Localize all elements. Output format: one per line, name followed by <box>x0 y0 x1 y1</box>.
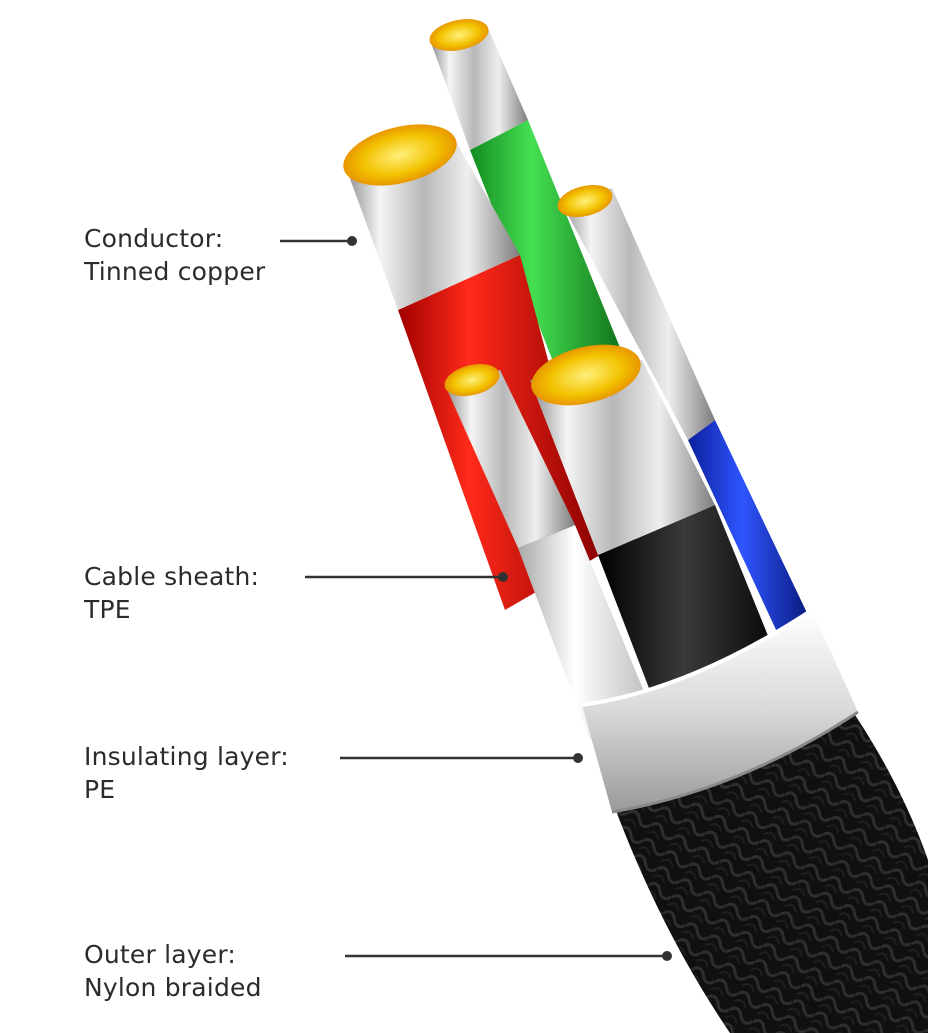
conductor-callout: Conductor: Tinned copper <box>84 222 265 288</box>
conductor-leader <box>280 236 357 246</box>
leader-lines <box>280 236 672 961</box>
outer-layer-leader <box>345 951 672 961</box>
red-conductor-end <box>343 124 457 186</box>
insulating-ring <box>581 608 859 814</box>
cable-sheath-title: Cable sheath: <box>84 562 260 591</box>
black-conductor-end <box>531 344 641 406</box>
outer-layer-callout: Outer layer: Nylon braided <box>84 938 262 1004</box>
blue-conductor-end <box>557 184 613 218</box>
blue-wire <box>557 184 808 660</box>
cable-sheath-callout: Cable sheath: TPE <box>84 560 259 626</box>
green-conductor-end <box>429 19 489 51</box>
green-wire <box>429 19 625 392</box>
outer-layer-title: Outer layer: <box>84 940 237 969</box>
insulating-layer-leader <box>340 753 583 763</box>
white-conductor-end <box>444 363 500 397</box>
white-wire <box>444 363 660 740</box>
outer-layer-value: Nylon braided <box>84 973 262 1002</box>
cable-sheath-value: TPE <box>84 595 131 624</box>
conductor-value: Tinned copper <box>84 257 266 286</box>
insulating-layer-value: PE <box>84 775 116 804</box>
insulating-layer-title: Insulating layer: <box>84 742 289 771</box>
cable-sheath-leader <box>305 572 508 582</box>
conductor-title: Conductor: <box>84 224 224 253</box>
insulating-layer-callout: Insulating layer: PE <box>84 740 289 806</box>
